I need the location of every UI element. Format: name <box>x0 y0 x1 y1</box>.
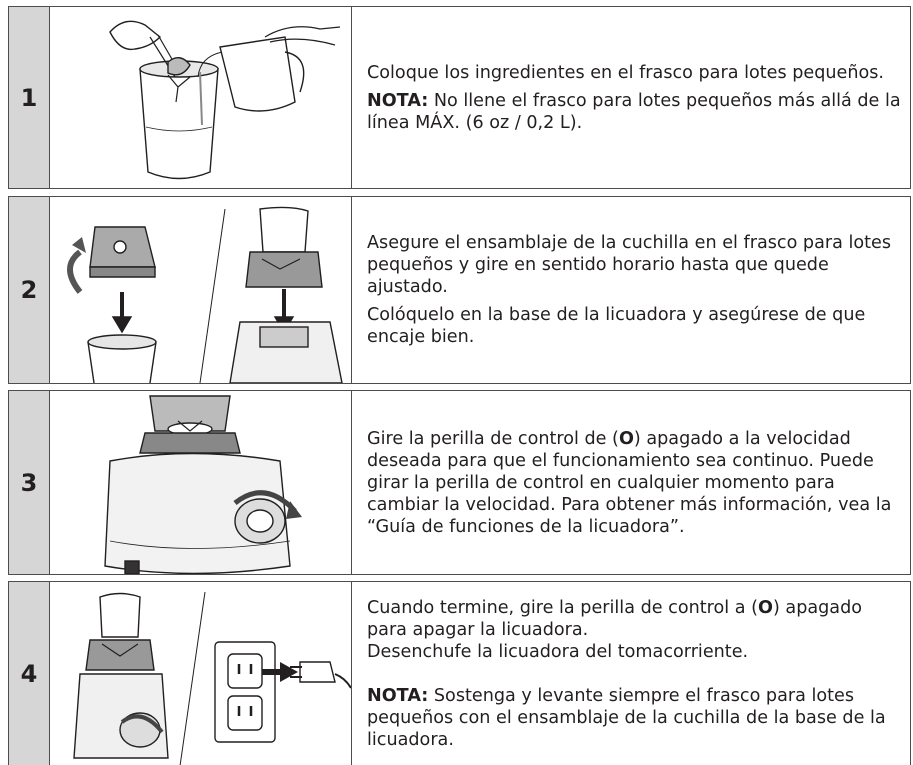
step-2-paragraph-2: Colóquelo en la base de la licuadora y a… <box>367 305 866 347</box>
step-number: 4 <box>9 582 50 765</box>
step-4-note: NOTA: Sostenga y levante siempre el fras… <box>367 685 886 750</box>
step-3-paragraph-1: Gire la perilla de control de (O) apagad… <box>367 428 892 537</box>
step-number: 2 <box>9 197 50 383</box>
step-2-text: Asegure el ensamblaje de la cuchilla en … <box>352 197 910 383</box>
step-number: 3 <box>9 391 50 574</box>
step-4-text: Cuando termine, gire la perilla de contr… <box>352 582 910 765</box>
blade-assembly-illustration <box>50 197 352 383</box>
step-1-note: NOTA: No llene el frasco para lotes pequ… <box>367 90 901 133</box>
step-3-text: Gire la perilla de control de (O) apagad… <box>352 391 910 574</box>
step-1-text: Coloque los ingredientes en el frasco pa… <box>352 7 910 188</box>
pouring-ingredients-illustration <box>50 7 352 188</box>
step-2-paragraph-1: Asegure el ensamblaje de la cuchilla en … <box>367 233 892 297</box>
unplug-outlet-illustration <box>50 582 352 765</box>
step-4-paragraph-1: Cuando termine, gire la perilla de contr… <box>367 597 863 640</box>
step-3: 3 Gire la perilla de control de (O) apag… <box>8 390 911 575</box>
step-1-paragraph-1: Coloque los ingredientes en el frasco pa… <box>367 62 885 83</box>
step-1: 1 Coloque los ingredientes en el frasco … <box>8 6 911 189</box>
step-2: 2 Asegure el ens <box>8 196 911 384</box>
step-4: 4 <box>8 581 911 765</box>
step-4-paragraph-2: Desenchufe la licuadora del tomacorrient… <box>367 641 749 662</box>
step-number: 1 <box>9 7 50 188</box>
control-knob-illustration <box>50 391 352 574</box>
